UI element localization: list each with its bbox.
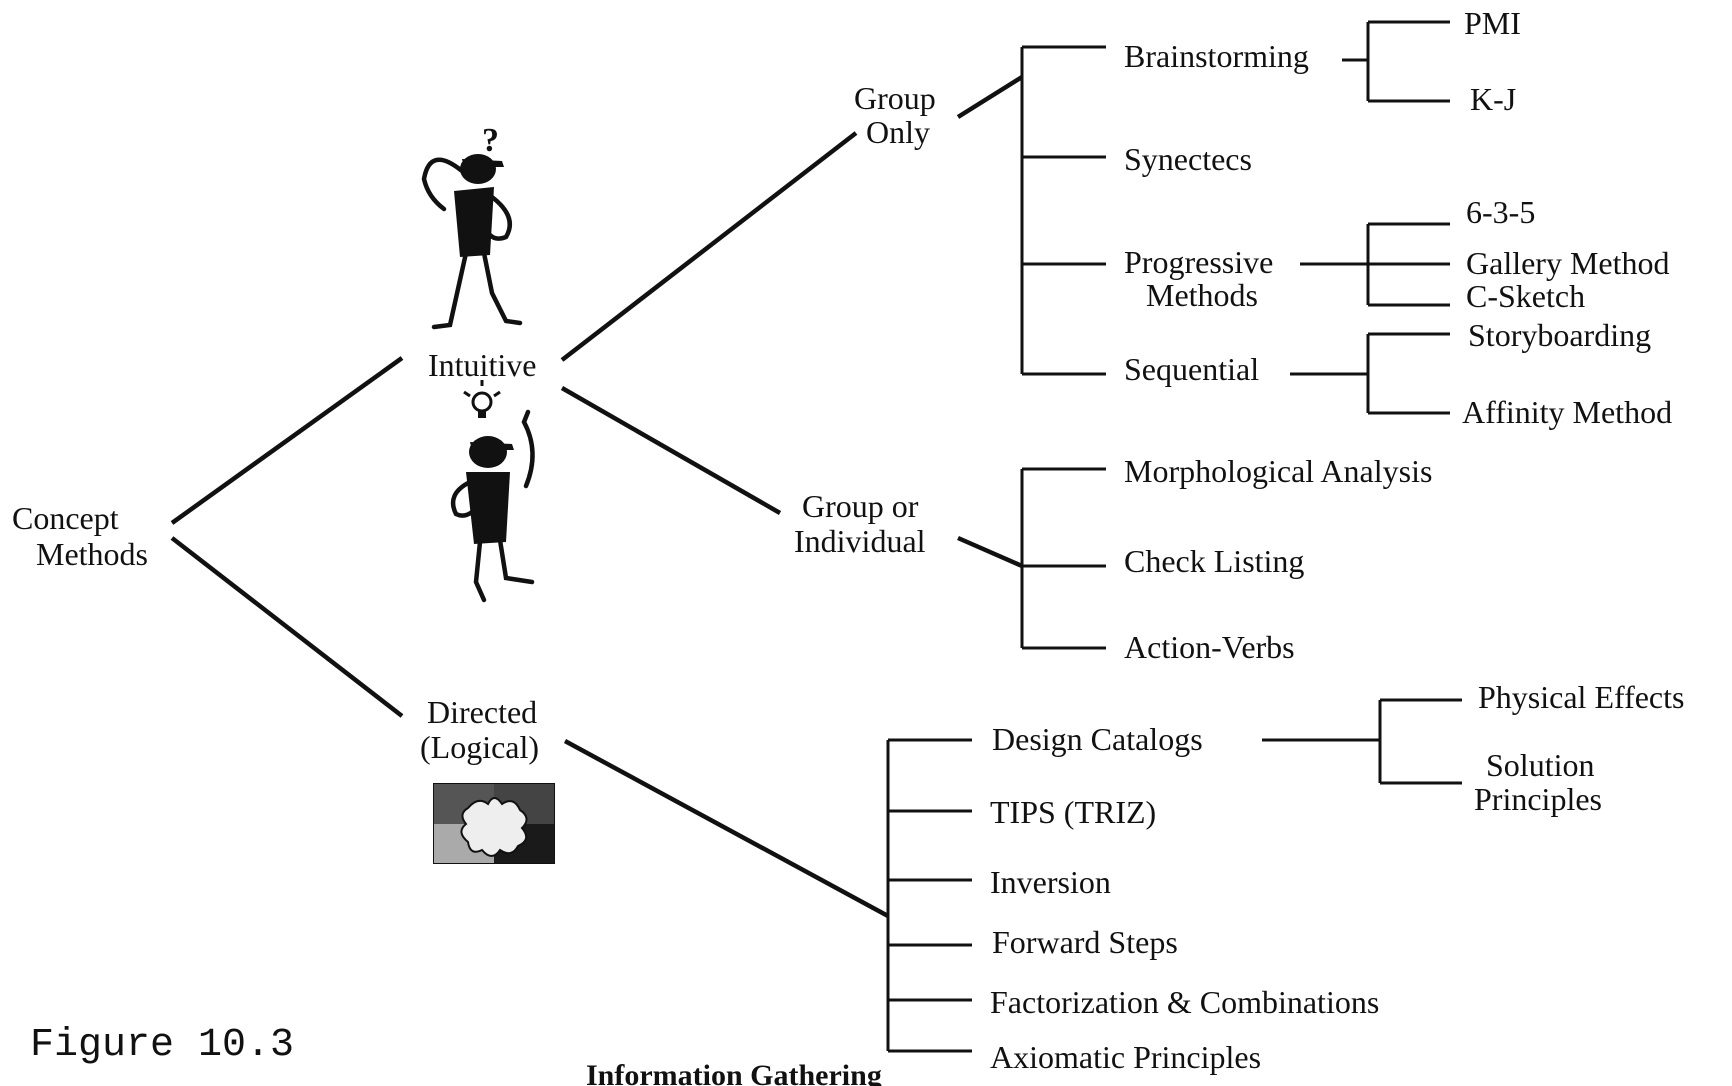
labels: Concept Methods Intuitive Directed (Logi… (12, 5, 1684, 1086)
svg-text:?: ? (482, 122, 499, 159)
affinity-method-label: Affinity Method (1462, 394, 1672, 430)
action-verbs-label: Action-Verbs (1124, 629, 1295, 665)
solution-principles-label-line1: Solution (1486, 747, 1594, 783)
tips-triz-label: TIPS (TRIZ) (990, 794, 1156, 830)
physical-effects-label: Physical Effects (1478, 679, 1684, 715)
morphological-label: Morphological Analysis (1124, 453, 1432, 489)
edge-concept-intuitive (170, 356, 404, 525)
progressive-label-line1: Progressive (1124, 244, 1273, 280)
storyboarding-label: Storyboarding (1468, 317, 1651, 353)
pmi-label: PMI (1464, 5, 1521, 41)
brainstorming-label: Brainstorming (1124, 38, 1309, 74)
figure-label: Figure 10.3 (30, 1023, 294, 1068)
progressive-label-line2: Methods (1146, 277, 1258, 313)
root-label-line2: Methods (36, 536, 148, 572)
edge-group-individual-bracket (957, 535, 1023, 569)
idea-person-icon (450, 380, 535, 603)
six35-label: 6-3-5 (1466, 194, 1535, 230)
information-gathering-label: Information Gathering (586, 1059, 882, 1086)
solution-principles-label-line2: Principles (1474, 781, 1602, 817)
group-individual-label-line1: Group or (802, 488, 919, 524)
thinking-person-icon: ? (421, 122, 523, 330)
directed-label-line2: (Logical) (420, 729, 539, 765)
group-only-label-line2: Only (866, 114, 930, 150)
edge-intuitive-group-only (560, 131, 858, 362)
edge-concept-directed (170, 536, 404, 718)
directed-label-line1: Directed (427, 694, 537, 730)
root-label-line1: Concept (12, 500, 119, 536)
design-catalogs-label: Design Catalogs (992, 721, 1203, 757)
check-listing-label: Check Listing (1124, 543, 1304, 579)
gallery-method-label: Gallery Method (1466, 245, 1670, 281)
puzzle-icon (433, 783, 555, 864)
group-individual-label-line2: Individual (794, 523, 926, 559)
sequential-label: Sequential (1124, 351, 1259, 387)
forward-steps-label: Forward Steps (992, 924, 1178, 960)
csketch-label: C-Sketch (1466, 278, 1585, 314)
synectecs-label: Synectecs (1124, 141, 1252, 177)
inversion-label: Inversion (990, 864, 1111, 900)
edge-intuitive-group-individual (560, 386, 782, 515)
kj-label: K-J (1470, 81, 1516, 117)
intuitive-label: Intuitive (428, 347, 536, 383)
axiomatic-principles-label: Axiomatic Principles (990, 1039, 1261, 1075)
edge-directed-methods (563, 739, 890, 918)
connectors (170, 20, 1462, 1053)
edge-group-only-bracket (956, 75, 1024, 119)
group-only-label-line1: Group (854, 80, 936, 116)
factorization-label: Factorization & Combinations (990, 984, 1379, 1020)
